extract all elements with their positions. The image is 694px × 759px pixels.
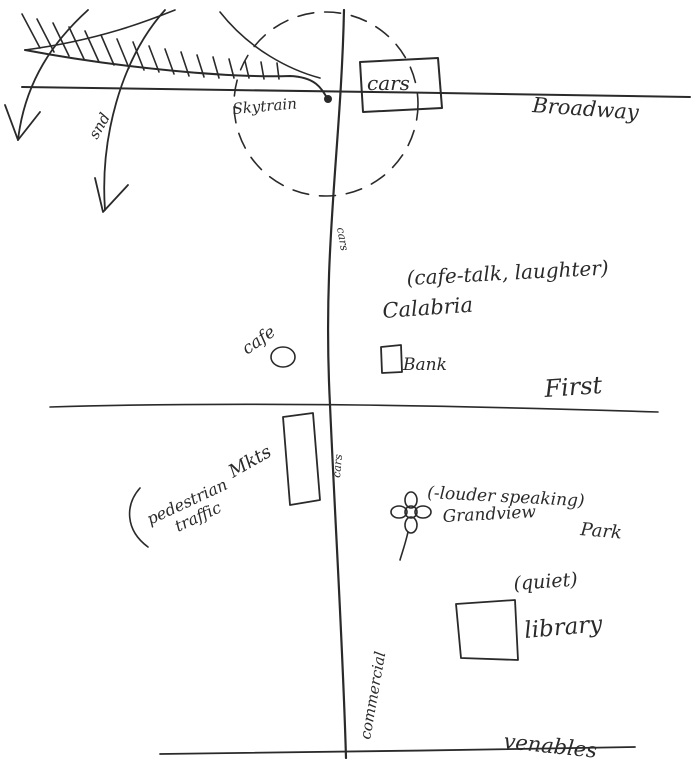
cafe-label: cafe bbox=[238, 322, 279, 359]
bank-label: Bank bbox=[402, 355, 447, 375]
sound-arrowhead-right bbox=[94, 177, 129, 213]
venables-road bbox=[159, 746, 636, 755]
bank-box bbox=[380, 344, 403, 374]
sound-curve-right bbox=[103, 9, 166, 211]
park-label: Park bbox=[579, 519, 623, 544]
library-box bbox=[455, 599, 519, 661]
skytrain-label: Skytrain bbox=[232, 94, 298, 118]
snd-label: snd bbox=[85, 110, 114, 142]
cafe-talk-label: (cafe-talk, laughter) bbox=[406, 255, 609, 290]
skytrain-upper-curve bbox=[24, 9, 176, 51]
quiet-label: (quiet) bbox=[513, 569, 579, 595]
skytrain-line-right bbox=[219, 11, 321, 79]
cafe-circle bbox=[270, 346, 296, 368]
skytrain-sound-radius bbox=[233, 11, 419, 197]
sound-arrowhead-left bbox=[4, 104, 41, 141]
commercial-label: commercial bbox=[356, 650, 389, 741]
library-label: library bbox=[523, 611, 604, 644]
sound-curve-left bbox=[17, 9, 89, 141]
grandview-label: Grandview bbox=[442, 502, 537, 527]
commercial-road bbox=[326, 8, 348, 759]
pedestrian-paren bbox=[128, 487, 149, 548]
cars-lower-vertical-label: cars bbox=[330, 453, 345, 478]
cars-upper-vertical-label: cars bbox=[334, 226, 351, 252]
venables-label: venables bbox=[502, 729, 598, 759]
broadway-label: Broadway bbox=[531, 93, 641, 125]
broadway-road bbox=[21, 86, 691, 98]
park-flower-icon bbox=[390, 491, 432, 561]
skytrain-track bbox=[24, 49, 329, 101]
skytrain-station-dot bbox=[324, 95, 332, 103]
cars-box bbox=[359, 57, 443, 113]
first-label: First bbox=[542, 371, 603, 403]
calabria-label: Calabria bbox=[382, 293, 474, 323]
mkts-label: Mkts bbox=[224, 441, 275, 483]
mkts-box bbox=[282, 412, 321, 506]
skytrain-track-hatching bbox=[21, 13, 280, 80]
first-road bbox=[49, 403, 659, 413]
cars-box-label: cars bbox=[367, 71, 410, 95]
